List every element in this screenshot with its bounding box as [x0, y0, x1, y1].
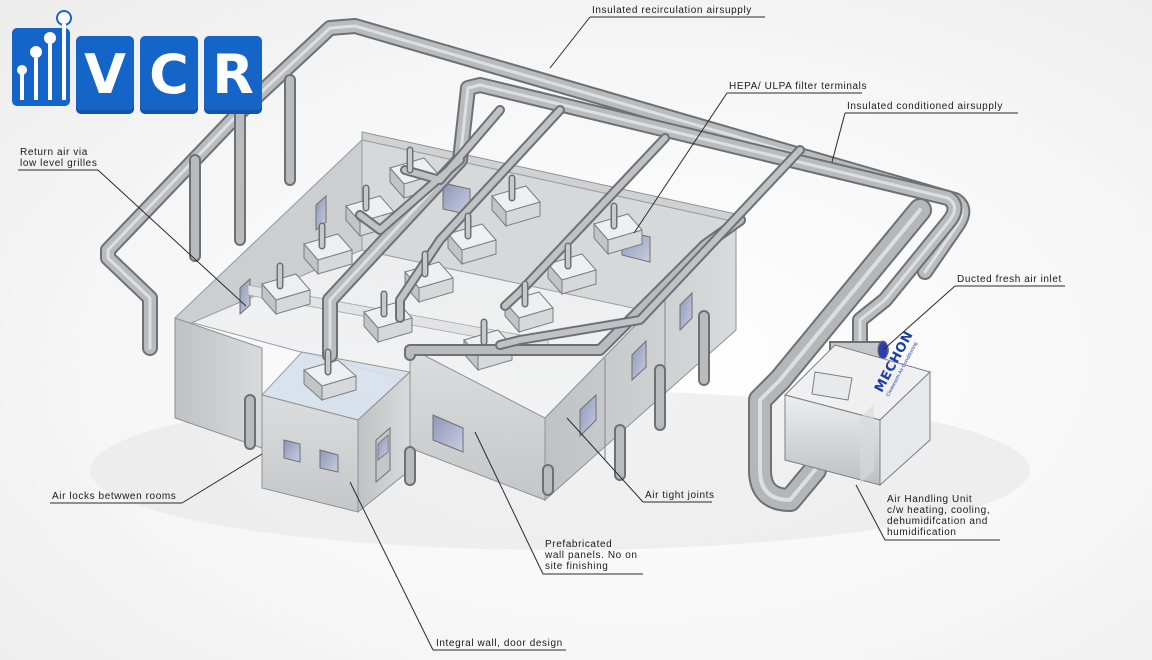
label-conditioned-air-supply: Insulated conditioned airsupply: [847, 101, 1003, 112]
air-handling-unit: [784, 344, 931, 487]
label-prefabricated-panels: Prefabricated wall panels. No on site fi…: [545, 539, 638, 572]
label-return-air-line-2: low level grilles: [20, 158, 98, 169]
leader-lines: [18, 16, 1065, 651]
label-hepa-filter-terminals: HEPA/ ULPA filter terminals: [729, 81, 868, 92]
label-ahu-line-3: dehumidifcation and: [887, 516, 988, 527]
label-air-handling-unit: Air Handling Unit c/w heating, cooling, …: [887, 494, 990, 538]
label-ahu-line-4: humidification: [887, 527, 957, 538]
label-return-air: Return air via low level grilles: [20, 147, 97, 169]
label-return-air-line-1: Return air via: [20, 147, 88, 158]
label-recirculation-air-supply: Insulated recirculation airsupply: [592, 5, 752, 16]
label-prefab-line-1: Prefabricated: [545, 539, 613, 550]
logo-letter-r: R: [204, 36, 262, 114]
vcr-logo-mark-icon: [12, 10, 72, 106]
label-prefab-line-2: wall panels. No on: [545, 550, 638, 561]
conditioned-ductwork: [276, 77, 963, 376]
label-air-tight-joints: Air tight joints: [645, 490, 715, 501]
label-prefab-line-3: site finishing: [545, 561, 609, 572]
label-ahu-line-1: Air Handling Unit: [887, 494, 973, 505]
logo-letter-v: V: [76, 36, 134, 114]
label-fresh-air-inlet: Ducted fresh air inlet: [957, 274, 1062, 285]
label-ahu-line-2: c/w heating, cooling,: [887, 505, 991, 516]
vcr-logo: V C R: [10, 8, 264, 114]
label-air-locks: Air locks betwwen rooms: [52, 491, 177, 502]
label-integral-wall-door: Integral wall, door design: [436, 638, 563, 649]
logo-letter-c: C: [140, 36, 198, 114]
